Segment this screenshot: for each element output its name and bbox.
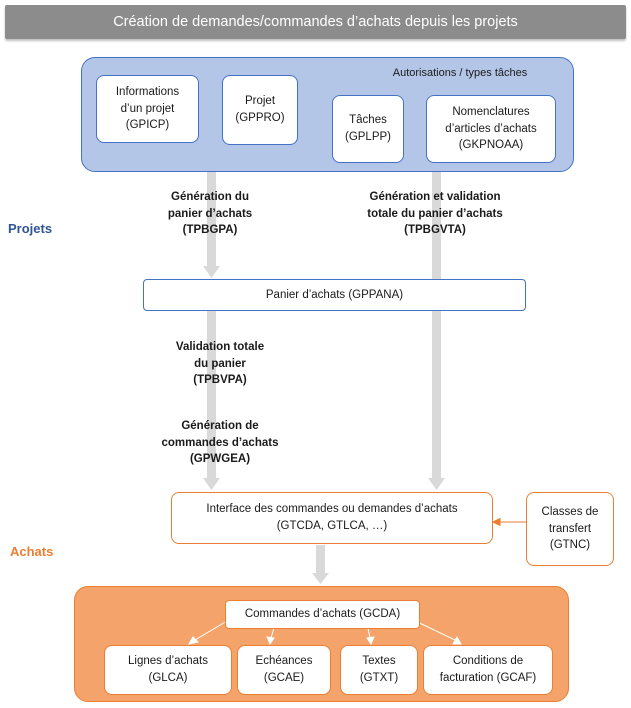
gppro-line1: Projet (244, 95, 276, 108)
box-gcaf[interactable]: Conditions de facturation (GCAF) (423, 645, 553, 695)
gcaf-line1: Conditions de (452, 655, 524, 668)
interface-line2: (GTCDA, GTLCA, …) (276, 520, 388, 532)
gplpp-line1: Tâches (349, 114, 387, 127)
arrow-gtnc-interface-head (491, 517, 501, 527)
gpwgea-line3: (GPWGEA) (189, 453, 251, 466)
gkpnoaa-line2: d’articles d’achats (445, 122, 537, 135)
diagram-title-text: Création de demandes/commandes d’achats … (113, 14, 518, 30)
flow-label-tpbvpa: Validation totale du panier (TPBVPA) (150, 339, 290, 389)
box-gtnc[interactable]: Classes de transfert (GTNC) (526, 492, 614, 566)
tpbvpa-line3: (TPBVPA) (193, 374, 247, 387)
gpicp-line1: Informations (115, 85, 180, 98)
authorizations-annotation-text: Autorisations / types tâches (392, 67, 528, 79)
flow-label-tpbgvta: Génération et validation totale du panie… (345, 189, 525, 239)
box-gtxt[interactable]: Textes (GTXT) (340, 645, 418, 695)
gtxt-line2: (GTXT) (359, 672, 399, 684)
gcda-label: Commandes d’achats (GCDA) (244, 608, 401, 621)
arrow-interface-shaft (316, 545, 325, 575)
flow-label-tpbgpa: Génération du panier d’achats (TPBGPA) (140, 189, 280, 239)
gppro-line2: (GPPRO) (235, 112, 285, 124)
box-glca[interactable]: Lignes d’achats (GLCA) (104, 645, 232, 695)
arrow-tpbgvta-head (428, 478, 445, 490)
tpbvpa-line2: du panier (194, 357, 246, 370)
tpbgvta-line3: (TPBGVTA) (404, 224, 466, 237)
tpbgpa-line1: Génération du (171, 191, 249, 203)
section-label-projets: Projets (8, 221, 53, 236)
gcae-line2: (GCAE) (263, 672, 305, 684)
arrow-tpbgpa-head (203, 266, 220, 278)
arrow-gcda-gcae (270, 627, 275, 639)
tpbgvta-line1: Génération et validation (369, 191, 501, 203)
gplpp-line2: (GPLPP) (344, 131, 391, 143)
authorizations-annotation: Autorisations / types tâches (360, 66, 560, 82)
gpwgea-line1: Génération de (181, 420, 259, 432)
diagram-title: Création de demandes/commandes d’achats … (5, 5, 626, 39)
gkpnoaa-line1: Nomenclatures (452, 105, 530, 118)
tpbgpa-line2: panier d’achats (167, 207, 253, 220)
box-gpicp[interactable]: Informations d’un projet (GPICP) (96, 75, 199, 143)
gtnc-line3: (GTNC) (549, 539, 591, 552)
arrow-gppana-head (203, 478, 220, 490)
glca-line2: (GLCA) (148, 672, 188, 684)
gppana-label: Panier d’achats (GPPANA) (265, 288, 404, 301)
box-gcda[interactable]: Commandes d’achats (GCDA) (225, 600, 420, 629)
section-label-achats: Achats (10, 544, 54, 559)
arrow-gcda-gtxt (367, 627, 371, 639)
box-interface[interactable]: Interface des commandes ou demandes d’ac… (171, 492, 493, 544)
arrow-gcda-gcaf-head (452, 635, 462, 645)
gpicp-line2: d’un projet (120, 102, 175, 115)
box-gplpp[interactable]: Tâches (GPLPP) (332, 95, 404, 163)
glca-line1: Lignes d’achats (128, 655, 208, 668)
gpicp-line3: (GPICP) (125, 119, 170, 132)
tpbvpa-line1: Validation totale (175, 341, 265, 353)
arrow-tpbgpa-shaft (207, 170, 216, 268)
box-gppana[interactable]: Panier d’achats (GPPANA) (143, 279, 526, 311)
gtxt-line1: Textes (362, 655, 396, 668)
gkpnoaa-line3: (GKPNOAA) (458, 139, 524, 152)
interface-line1: Interface des commandes ou demandes d’ac… (206, 503, 458, 516)
flow-label-gpwgea: Génération de commandes d’achats (GPWGEA… (140, 418, 300, 468)
gpwgea-line2: commandes d’achats (161, 436, 279, 449)
box-gkpnoaa[interactable]: Nomenclatures d’articles d’achats (GKPNO… (426, 95, 556, 163)
arrow-gppana-shaft (207, 311, 216, 481)
tpbgvta-line2: totale du panier d’achats (367, 207, 503, 220)
arrow-gcda-gcae-head (266, 636, 275, 646)
gtnc-line1: Classes de (541, 505, 599, 518)
arrow-interface-head (312, 573, 329, 584)
arrow-gcda-glca-head (188, 636, 199, 645)
arrow-tpbgvta-shaft (432, 165, 441, 481)
box-gppro[interactable]: Projet (GPPRO) (222, 75, 298, 145)
gtnc-line2: transfert (548, 522, 592, 535)
box-gcae[interactable]: Echéances (GCAE) (237, 645, 331, 695)
tpbgpa-line3: (TPBGPA) (182, 224, 238, 237)
gcaf-line2: facturation (GCAF) (439, 672, 537, 684)
arrow-gcda-gtxt-head (366, 636, 375, 646)
gcae-line1: Echéances (255, 655, 313, 668)
